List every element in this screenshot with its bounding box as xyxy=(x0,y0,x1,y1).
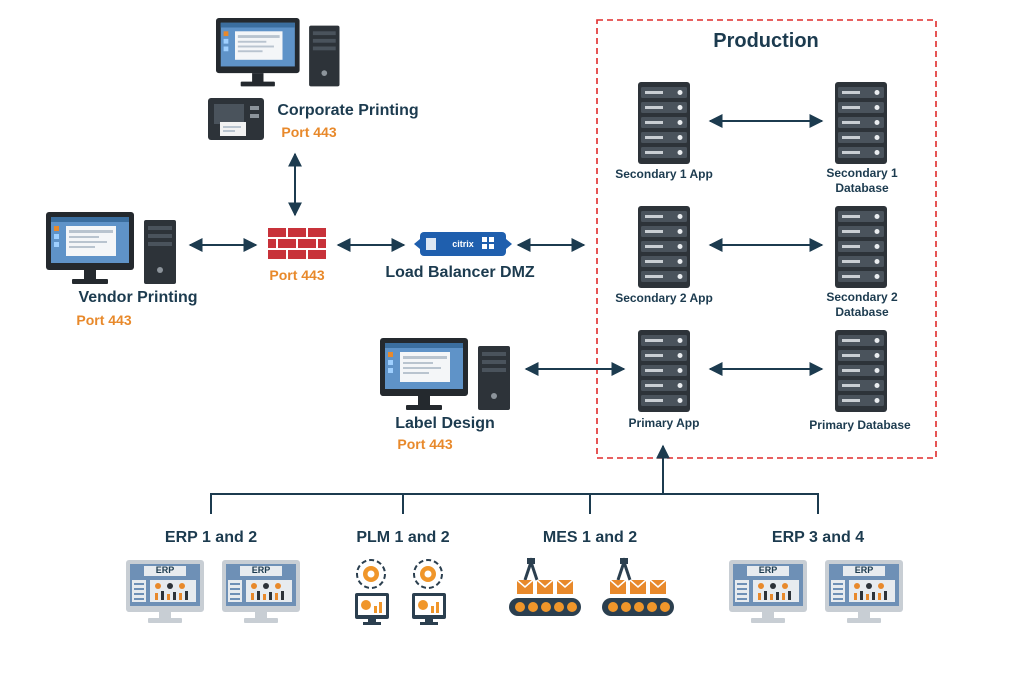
secondary2-db-label-line2: Database xyxy=(835,305,889,319)
secondary1-app-server-icon xyxy=(638,82,690,164)
load-balancer-icon: citrix xyxy=(414,232,512,256)
label-design-port: Port 443 xyxy=(397,436,453,452)
system-label-erp12: ERP 1 and 2 xyxy=(164,529,258,546)
vendor-printing-label: Vendor Printing xyxy=(78,289,198,306)
erp34-screen-text-2: ERP xyxy=(855,565,874,575)
primary-app-label: Primary App xyxy=(628,416,700,430)
secondary1-db-server-icon xyxy=(835,82,887,164)
secondary1-db-label-line1: Secondary 1 xyxy=(826,166,898,180)
production-boundary xyxy=(596,19,937,459)
secondary2-app-label: Secondary 2 App xyxy=(615,291,713,305)
connectors xyxy=(188,114,824,514)
systems-bus xyxy=(210,493,819,514)
system-label-plm: PLM 1 and 2 xyxy=(356,529,450,546)
system-label-mes: MES 1 and 2 xyxy=(542,529,638,546)
firewall-port: Port 443 xyxy=(269,267,325,283)
system-label-erp34: ERP 3 and 4 xyxy=(771,529,865,546)
erp12-screen-text-2: ERP xyxy=(252,565,271,575)
secondary1-db-label-line2: Database xyxy=(835,181,889,195)
corporate-workstation-icon xyxy=(216,18,340,87)
label-design-label: Label Design xyxy=(395,415,495,432)
primary-db-server-icon xyxy=(835,330,887,412)
vendor-printing-port: Port 443 xyxy=(76,312,132,328)
primary-db-label: Primary Database xyxy=(809,418,911,432)
secondary2-app-server-icon xyxy=(638,206,690,288)
load-balancer-brand: citrix xyxy=(452,239,474,249)
corporate-printing-label: Corporate Printing xyxy=(277,102,419,119)
firewall-icon xyxy=(268,228,326,259)
secondary2-db-server-icon xyxy=(835,206,887,288)
vendor-workstation-icon xyxy=(46,212,176,284)
plm-icon-2 xyxy=(411,559,447,626)
load-balancer-label: Load Balancer DMZ xyxy=(385,264,535,281)
erp34-screen-text-1: ERP xyxy=(759,565,778,575)
erp12-screen-text-1: ERP xyxy=(156,565,175,575)
corporate-printing-port: Port 443 xyxy=(281,124,337,140)
production-title: Production xyxy=(713,30,819,52)
mes-icon-2 xyxy=(600,556,676,618)
secondary2-db-label-line1: Secondary 2 xyxy=(826,290,898,304)
corporate-printer-icon xyxy=(208,98,264,140)
secondary1-app-label: Secondary 1 App xyxy=(615,167,713,181)
label-design-workstation-icon xyxy=(380,338,510,410)
mes-icon-1 xyxy=(507,556,583,618)
plm-icon-1 xyxy=(354,559,390,626)
primary-app-server-icon xyxy=(638,330,690,412)
